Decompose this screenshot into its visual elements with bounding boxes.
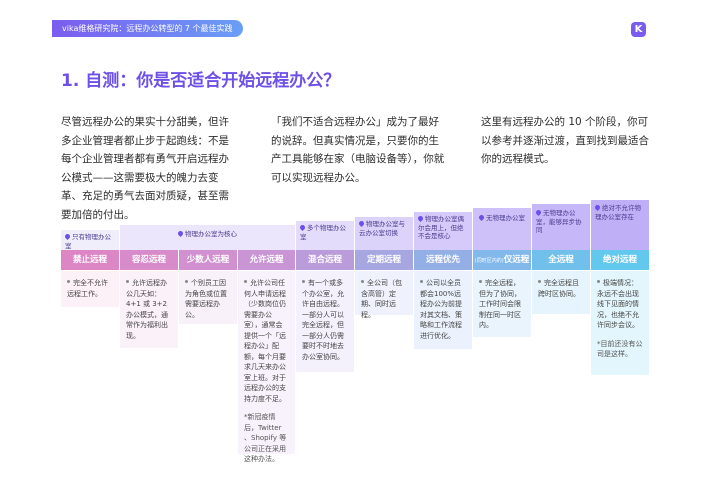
stage-label-no-remote: 禁止远程 — [61, 250, 119, 270]
group-label: 物理办公室偶尔会用上，但绝不会是核心 — [418, 215, 464, 240]
desc-text: 完全不允许远程工作。 — [67, 279, 108, 298]
group-label: 多个物理办公室 — [300, 224, 346, 241]
location-pin-icon — [416, 214, 425, 223]
stage-label-tolerate-remote: 容忍远程 — [120, 250, 178, 270]
stage-label-prefix: (同时区内的) — [474, 258, 504, 264]
intro-paragraph-3: 这里有远程办公的 10 个阶段，你可以参考并逐渐过渡，直到找到最适合你的远程模式… — [481, 116, 649, 165]
stage-desc-hybrid-remote: 有一个或多个办公室，允许自由远程。一部分人可以完全远程，但一部分人仍需要时不时地… — [296, 271, 354, 372]
bullet-icon — [302, 280, 305, 283]
group-label: 无物理办公室 — [486, 214, 525, 222]
location-pin-icon — [534, 208, 543, 217]
bullet-icon — [361, 280, 364, 283]
desc-text: 完全远程，但为了协同，工作时间会限制在同一时区内。 — [479, 279, 521, 329]
intro-paragraph-1: 尽管远程办公的果实十分甜美，但许多企业管理者都止步于起跑线：不是每个企业管理者都… — [61, 116, 229, 221]
location-pin-icon — [593, 203, 602, 212]
stage-desc-periodic-remote: 全公司（包含高管）定期、同时远程。 — [355, 271, 413, 319]
bullet-icon — [126, 280, 129, 283]
stage-label-periodic-remote: 定期远程 — [355, 250, 413, 270]
section-title: 1. 自测：你是否适合开始远程办公？ — [61, 71, 341, 91]
bullet-icon — [538, 280, 541, 283]
stage-desc-remote-only: 完全远程，但为了协同，工作时间会限制在同一时区内。 — [473, 271, 531, 337]
bullet-icon — [67, 280, 70, 283]
desc-text: 允许公司任何人申请远程（少数岗位仍需要办公室），通常会提供一个「远程办公」配额，… — [244, 279, 286, 403]
location-pin-icon — [298, 223, 307, 232]
bullet-icon — [420, 280, 423, 283]
stage-desc-full-remote: 完全远程且跨时区协同。 — [532, 271, 590, 314]
stage-desc-tolerate-remote: 允许远程办公几天如：4+1 或 3+2 办公模式，通常作为福利出现。 — [120, 271, 178, 348]
stage-label-remote-only: (同时区内的)仅远程 — [473, 250, 531, 270]
stage-desc-few-remote: 个别员工因为角色或位置需要远程办公。 — [179, 271, 237, 324]
group-header-no-office: 无物理办公室 — [473, 208, 531, 250]
desc-text: 允许远程办公几天如：4+1 或 3+2 办公模式，通常作为福利出现。 — [126, 279, 168, 340]
desc-text: 极端情况：永远不会出现线下见面的情况，也绝不允许同步会议。 — [597, 279, 639, 329]
location-pin-icon — [176, 229, 185, 238]
banner-text: vika维格研究院：远程办公转型的 7 个最佳实践 — [62, 24, 233, 33]
location-pin-icon — [357, 219, 366, 228]
bullet-icon — [597, 280, 600, 283]
stage-note: *目前还没有公司是这样。 — [597, 339, 643, 359]
group-label: 绝对不允许物理办公室存在 — [595, 204, 641, 221]
group-label: 物理办公室为核心 — [185, 230, 237, 238]
stage-label-absolute-remote: 绝对远程 — [591, 250, 649, 270]
bullet-icon — [244, 280, 247, 283]
group-header-occasional: 物理办公室偶尔会用上，但绝不会是核心 — [414, 212, 472, 250]
stage-note: *新冠疫情后，Twitter 、Shopify 等公司正在采用这种办法。 — [244, 413, 287, 463]
stage-label-text: 仅远程 — [503, 255, 530, 265]
stage-label-allow-remote: 允许远程 — [238, 250, 295, 270]
group-header-physical-core: 物理办公室为核心 — [120, 225, 295, 250]
stage-desc-remote-first: 公司以全员都会100%远程办公为前提对其文档、策略和工作流程进行优化。 — [414, 271, 472, 349]
desc-text: 全公司（包含高管）定期、同时远程。 — [361, 279, 402, 319]
intro-paragraph-2: 「我们不适合远程办公」成为了最好的说辞。但真实情况是，只要你的生产工具能够在家（… — [271, 116, 445, 184]
group-header-cloud-switch: 物理办公室与云办公室切换 — [355, 217, 413, 250]
location-pin-icon — [63, 232, 72, 241]
bullet-icon — [479, 280, 482, 283]
vika-logo-icon: K — [631, 22, 646, 37]
logo-glyph: K — [634, 24, 643, 35]
desc-text: 公司以全员都会100%远程办公为前提对其文档、策略和工作流程进行优化。 — [420, 279, 462, 340]
stage-label-few-remote: 少数人远程 — [179, 250, 237, 270]
desc-text: 有一个或多个办公室，允许自由远程。一部分人可以完全远程，但一部分人仍需要时不时地… — [302, 279, 344, 361]
header-banner: vika维格研究院：远程办公转型的 7 个最佳实践 — [52, 20, 243, 37]
stage-label-remote-first: 远程优先 — [414, 250, 472, 270]
group-header-physical-only: 只有物理办公室 — [61, 230, 119, 250]
stage-desc-no-remote: 完全不允许远程工作。 — [61, 271, 119, 307]
desc-text: 个别员工因为角色或位置需要远程办公。 — [185, 279, 227, 319]
group-label: 无物理办公室，能够异步协同 — [536, 209, 582, 234]
group-label: 物理办公室与云办公室切换 — [359, 220, 405, 237]
group-header-absolute: 绝对不允许物理办公室存在 — [591, 200, 649, 250]
group-header-async: 无物理办公室，能够异步协同 — [532, 204, 590, 250]
desc-text: 完全远程且跨时区协同。 — [538, 279, 580, 298]
stage-desc-allow-remote: 允许公司任何人申请远程（少数岗位仍需要办公室），通常会提供一个「远程办公」配额，… — [238, 271, 295, 463]
stage-desc-absolute-remote: 极端情况：永远不会出现线下见面的情况，也绝不允许同步会议。 *目前还没有公司是这… — [591, 271, 649, 375]
stage-label-full-remote: 全远程 — [532, 250, 590, 270]
group-label: 只有物理办公室 — [65, 233, 111, 250]
stage-label-hybrid-remote: 混合远程 — [296, 250, 354, 270]
group-header-multi-office: 多个物理办公室 — [296, 221, 354, 250]
location-pin-icon — [477, 213, 486, 222]
bullet-icon — [185, 280, 188, 283]
